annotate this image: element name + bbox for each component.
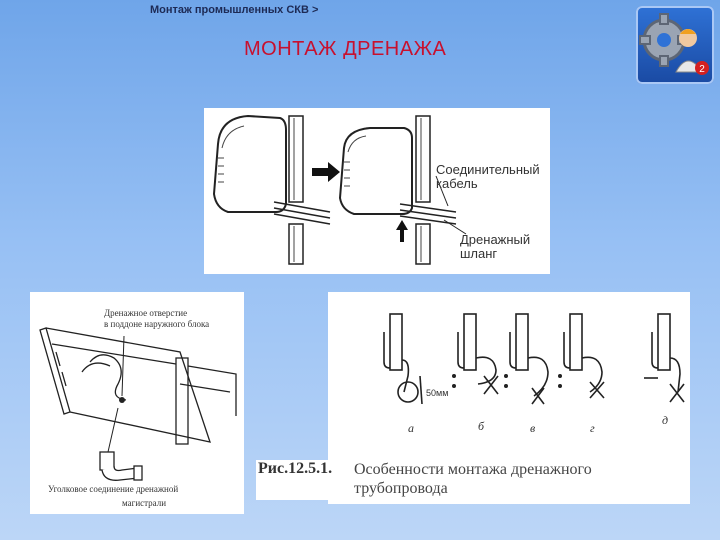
hose-label-line1: Дренажный	[460, 232, 530, 247]
cable-label-line1: Соединительный	[436, 162, 540, 177]
connector-label-line1: Уголковое соединение дренажной	[48, 484, 178, 494]
drain-hole-label-line2: в поддоне наружного блока	[104, 319, 209, 329]
variant-label-b: б	[478, 419, 485, 433]
outdoor-tray-figure: Дренажное отверстие в поддоне наружного …	[30, 292, 244, 514]
cable-label-line2: кабель	[436, 176, 478, 191]
logo-badge: 2	[699, 64, 705, 75]
logo: 2	[636, 6, 714, 84]
caption-figure-number: Рис.12.5.1.	[258, 460, 333, 477]
gap-label: 50мм	[426, 388, 448, 398]
gear-worker-icon: 2	[639, 13, 709, 75]
variant-label-g: г	[590, 421, 595, 435]
variant-label-a: а	[408, 421, 414, 435]
breadcrumb[interactable]: Монтаж промышленных СКВ >	[150, 4, 319, 16]
page-title: МОНТАЖ ДРЕНАЖА	[244, 38, 447, 60]
caption-text: Особенности монтажа дренажного трубопров…	[354, 461, 592, 497]
figure-caption: Рис.12.5.1. Особенности монтажа дренажно…	[256, 460, 636, 500]
hose-label-line2: шланг	[460, 246, 497, 261]
indoor-unit-figure: Соединительный кабель Дренажный шланг	[204, 108, 550, 274]
variant-label-v: в	[530, 421, 535, 435]
connector-label-line2: магистрали	[122, 498, 166, 508]
drain-hole-label-line1: Дренажное отверстие	[104, 308, 187, 318]
variant-label-d: д	[662, 413, 668, 427]
